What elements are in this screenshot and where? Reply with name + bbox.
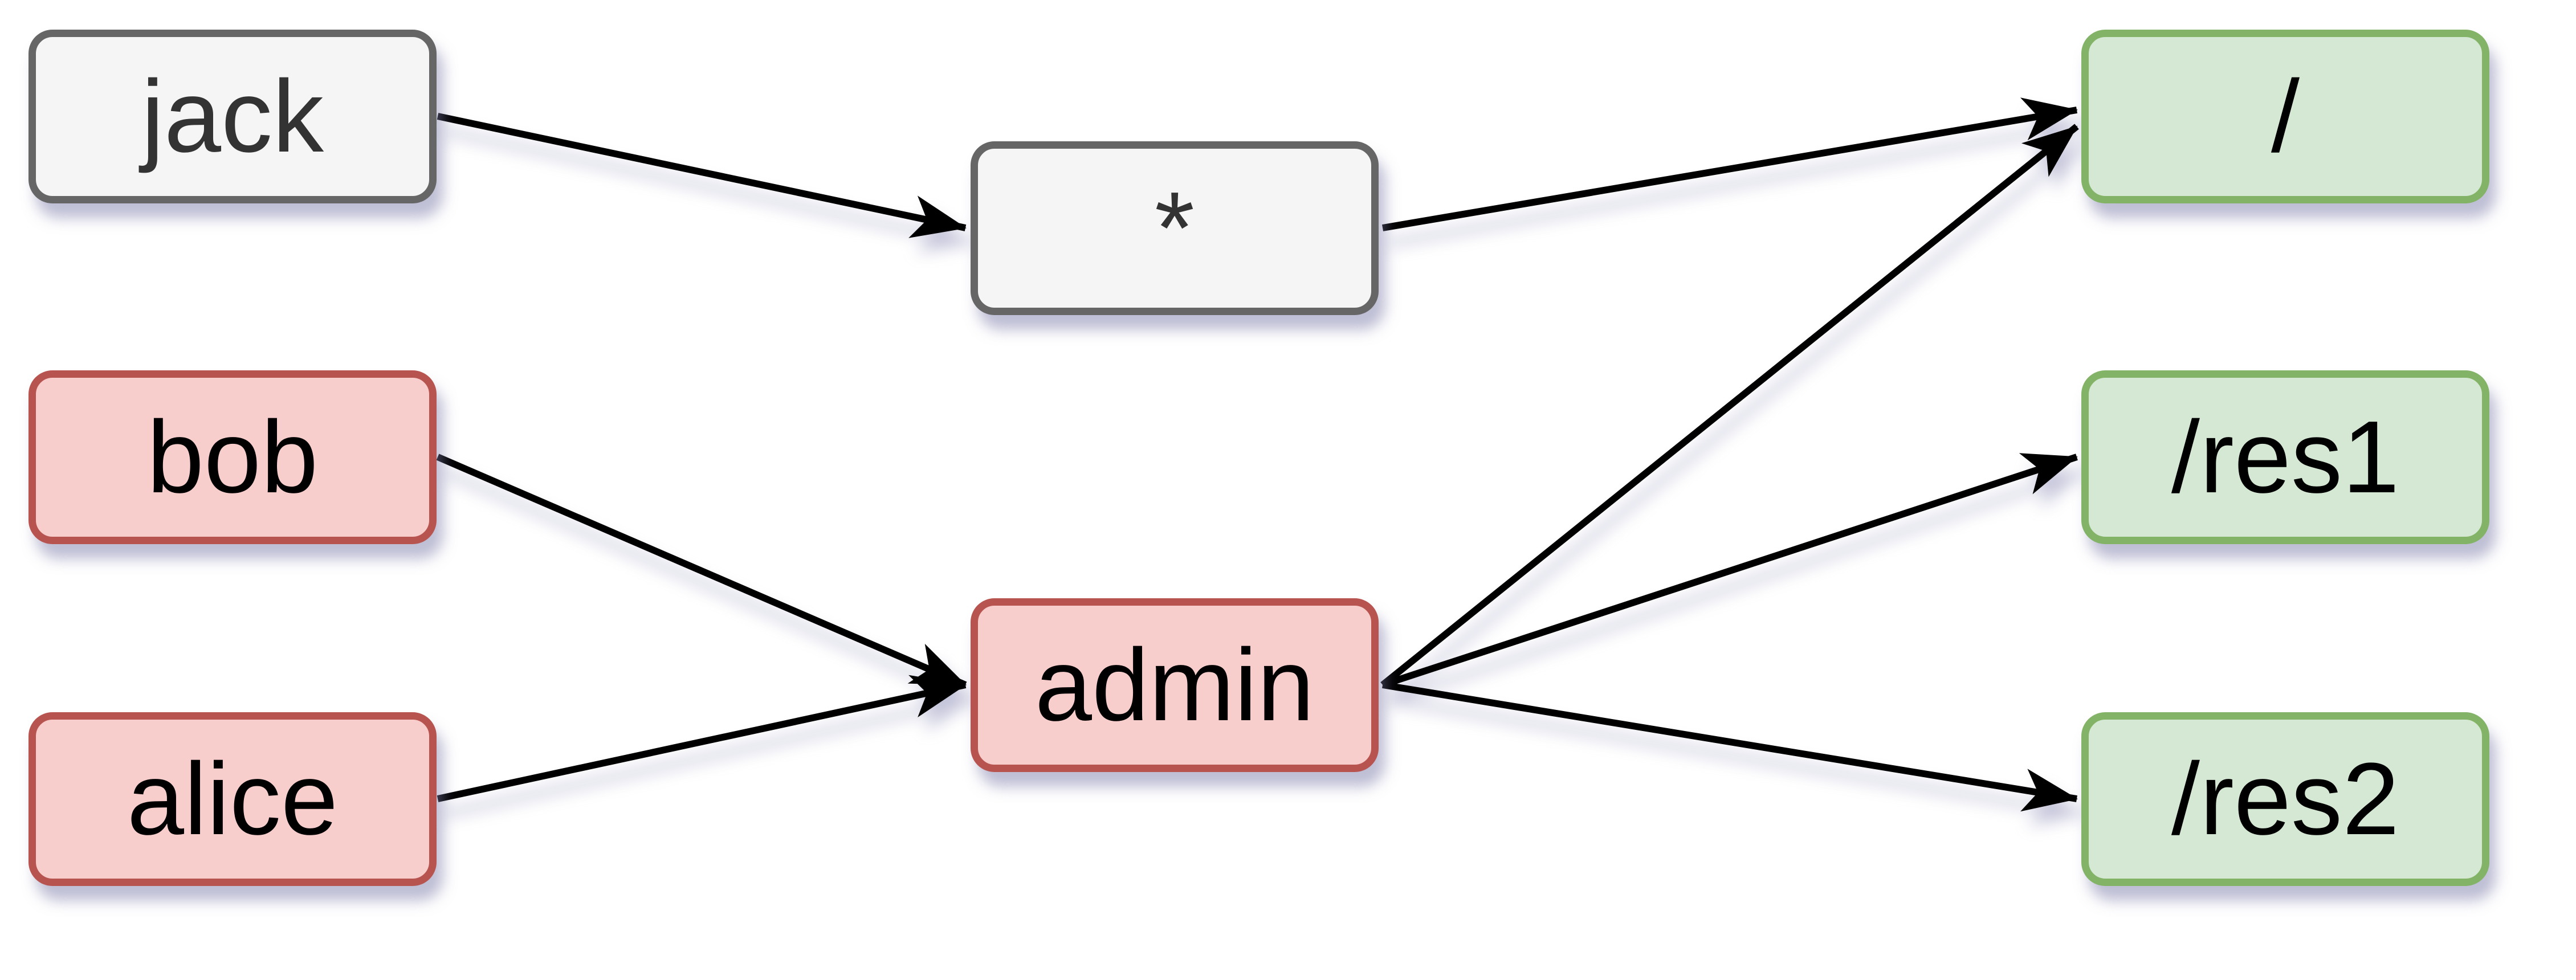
node-admin: admin bbox=[971, 598, 1379, 772]
node-star: * bbox=[971, 141, 1379, 315]
node-bob: bob bbox=[28, 370, 437, 544]
edge-admin-res1 bbox=[1381, 453, 2078, 688]
edge-alice-admin bbox=[437, 675, 967, 802]
node-jack: jack bbox=[28, 30, 437, 203]
node-label: /res2 bbox=[2171, 742, 2400, 856]
node-label: bob bbox=[146, 400, 319, 514]
edge-bob-admin bbox=[436, 454, 967, 688]
node-slash: / bbox=[2081, 30, 2489, 203]
edge-admin-res2 bbox=[1382, 681, 2078, 812]
node-res2: /res2 bbox=[2081, 712, 2489, 886]
node-label: * bbox=[1154, 171, 1195, 285]
node-label: /res1 bbox=[2171, 400, 2400, 514]
node-label: admin bbox=[1034, 628, 1315, 742]
edge-jack-star bbox=[437, 113, 967, 238]
node-alice: alice bbox=[28, 712, 437, 886]
edge-star-slash bbox=[1381, 97, 2078, 231]
node-label: alice bbox=[127, 742, 339, 856]
node-label: / bbox=[2271, 59, 2300, 174]
node-res1: /res1 bbox=[2081, 370, 2489, 544]
node-label: jack bbox=[141, 59, 324, 174]
edge-admin-slash bbox=[1380, 124, 2079, 688]
